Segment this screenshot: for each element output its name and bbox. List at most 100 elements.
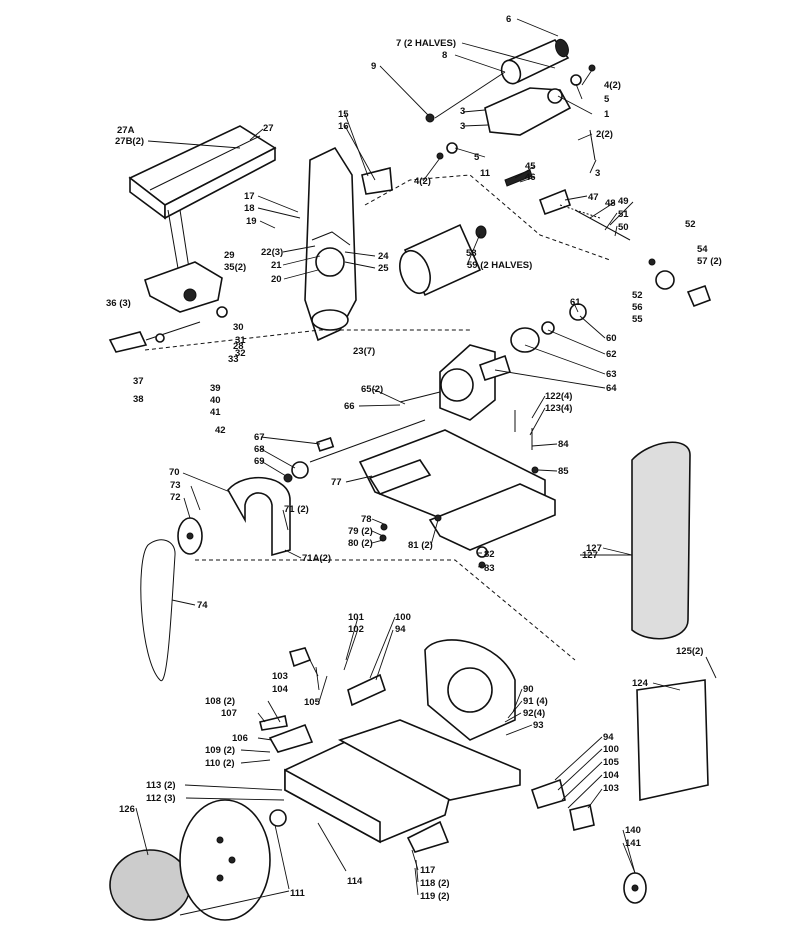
callout-label: 11 <box>480 168 491 179</box>
v-belt-74 <box>140 539 176 682</box>
callout-label: 122(4) <box>545 391 572 402</box>
callout-label: 9 <box>371 61 376 72</box>
callout-label: 39 <box>210 383 221 394</box>
callout-label: 91 (4) <box>523 696 548 707</box>
callout-label: 84 <box>558 439 569 450</box>
callout-label: 35(2) <box>224 262 246 273</box>
callout-label: 105 <box>603 757 620 768</box>
callout-label: 102 <box>348 624 364 635</box>
callout-label: 105 <box>304 697 321 708</box>
callout-label: 51 <box>618 209 629 220</box>
callout-label: 94 <box>395 624 406 635</box>
callout-label: 81 (2) <box>408 540 433 551</box>
callout-label: 119 (2) <box>420 891 450 902</box>
callout-label: 3 <box>460 121 465 132</box>
shaft-8 <box>434 71 506 119</box>
callout-label: 117 <box>420 865 435 876</box>
callout-label: 109 (2) <box>205 745 235 756</box>
bearing-68 <box>291 461 309 479</box>
callout-label: 54 <box>697 244 708 255</box>
drum-halves-7 <box>500 38 570 85</box>
callout-label: 27B(2) <box>115 136 144 147</box>
callout-label: 60 <box>606 333 617 344</box>
callout-label: 113 (2) <box>146 780 176 791</box>
callout-label: 69 <box>254 456 265 467</box>
callout-label: 107 <box>221 708 237 719</box>
callout-label: 85 <box>558 466 569 477</box>
motor-mount-64 <box>439 303 587 421</box>
callout-label: 126 <box>119 804 135 815</box>
callout-label: 50 <box>618 222 629 233</box>
callout-label: 72 <box>170 492 181 503</box>
callout-label: 67 <box>254 432 265 443</box>
callout-label: 3 <box>595 168 600 179</box>
disc-guard-90 <box>424 639 516 741</box>
callout-label: 47 <box>588 192 599 203</box>
callout-label: 2(2) <box>596 129 613 140</box>
callout-label: 103 <box>603 783 619 794</box>
callout-label: 58 <box>466 248 477 259</box>
callout-label: 27A <box>117 125 135 136</box>
callout-label: 127 <box>586 543 602 554</box>
callout-label: 61 <box>570 297 581 308</box>
callout-label: 20 <box>271 274 282 285</box>
callout-label: 48 <box>605 198 616 209</box>
callout-label: 82 <box>484 549 495 560</box>
callout-label: 18 <box>244 203 255 214</box>
callout-label: 112 (3) <box>146 793 176 804</box>
callout-label: 52 <box>632 290 643 301</box>
callout-label: 32 <box>235 348 246 359</box>
callout-label: 106 <box>232 733 248 744</box>
knob-assembly-52 <box>648 258 712 308</box>
callout-label: 118 (2) <box>420 878 450 889</box>
callout-label: 100 <box>395 612 411 623</box>
callout-label: 100 <box>603 744 619 755</box>
callout-label: 16 <box>338 121 349 132</box>
table-bracket <box>108 261 228 353</box>
leader-lines <box>135 18 717 916</box>
callout-label: 38 <box>133 394 144 405</box>
callout-label: 94 <box>603 732 614 743</box>
callout-label: 101 <box>348 612 365 623</box>
callout-label: 46 <box>525 172 536 183</box>
callout-label: 78 <box>361 514 372 525</box>
callout-label: 36 (3) <box>106 298 131 309</box>
callout-label: 7 (2 HALVES) <box>396 38 456 49</box>
callout-label: 92(4) <box>523 708 545 719</box>
callout-label: 110 (2) <box>205 758 235 769</box>
base-77 <box>358 429 556 551</box>
callout-label: 15 <box>338 109 349 120</box>
callout-label: 73 <box>170 480 181 491</box>
callout-label: 5 <box>604 94 610 105</box>
callout-label: 45 <box>525 161 536 172</box>
callout-label: 114 <box>347 876 363 887</box>
shaft-66 <box>309 419 426 463</box>
callout-label: 70 <box>169 467 180 478</box>
callout-label: 52 <box>685 219 696 230</box>
callout-label: 140 <box>625 825 641 836</box>
callout-label: 63 <box>606 369 617 380</box>
callout-label: 31 <box>235 335 246 346</box>
callout-label: 27 <box>263 123 274 134</box>
callout-label: 90 <box>523 684 534 695</box>
sanding-belt-127 <box>631 441 691 640</box>
callout-label: 28 <box>233 341 244 352</box>
callout-label: 41 <box>210 407 221 418</box>
callout-label: 57 (2) <box>697 256 722 267</box>
base-frame-114 <box>284 719 521 844</box>
callout-label: 71 (2) <box>284 504 309 515</box>
callout-label: 21 <box>271 260 282 271</box>
drum-59 <box>399 223 487 297</box>
callout-label: 83 <box>484 563 495 574</box>
callout-label: 64 <box>606 383 617 394</box>
callout-label: 111 <box>290 888 306 899</box>
callout-label: 49 <box>618 196 629 207</box>
callout-label: 25 <box>378 263 389 274</box>
callout-label: 17 <box>244 191 255 202</box>
callout-label: 37 <box>133 376 144 387</box>
callout-label: 80 (2) <box>348 538 373 549</box>
callout-label: 19 <box>246 216 257 227</box>
callout-label: 55 <box>632 314 643 325</box>
